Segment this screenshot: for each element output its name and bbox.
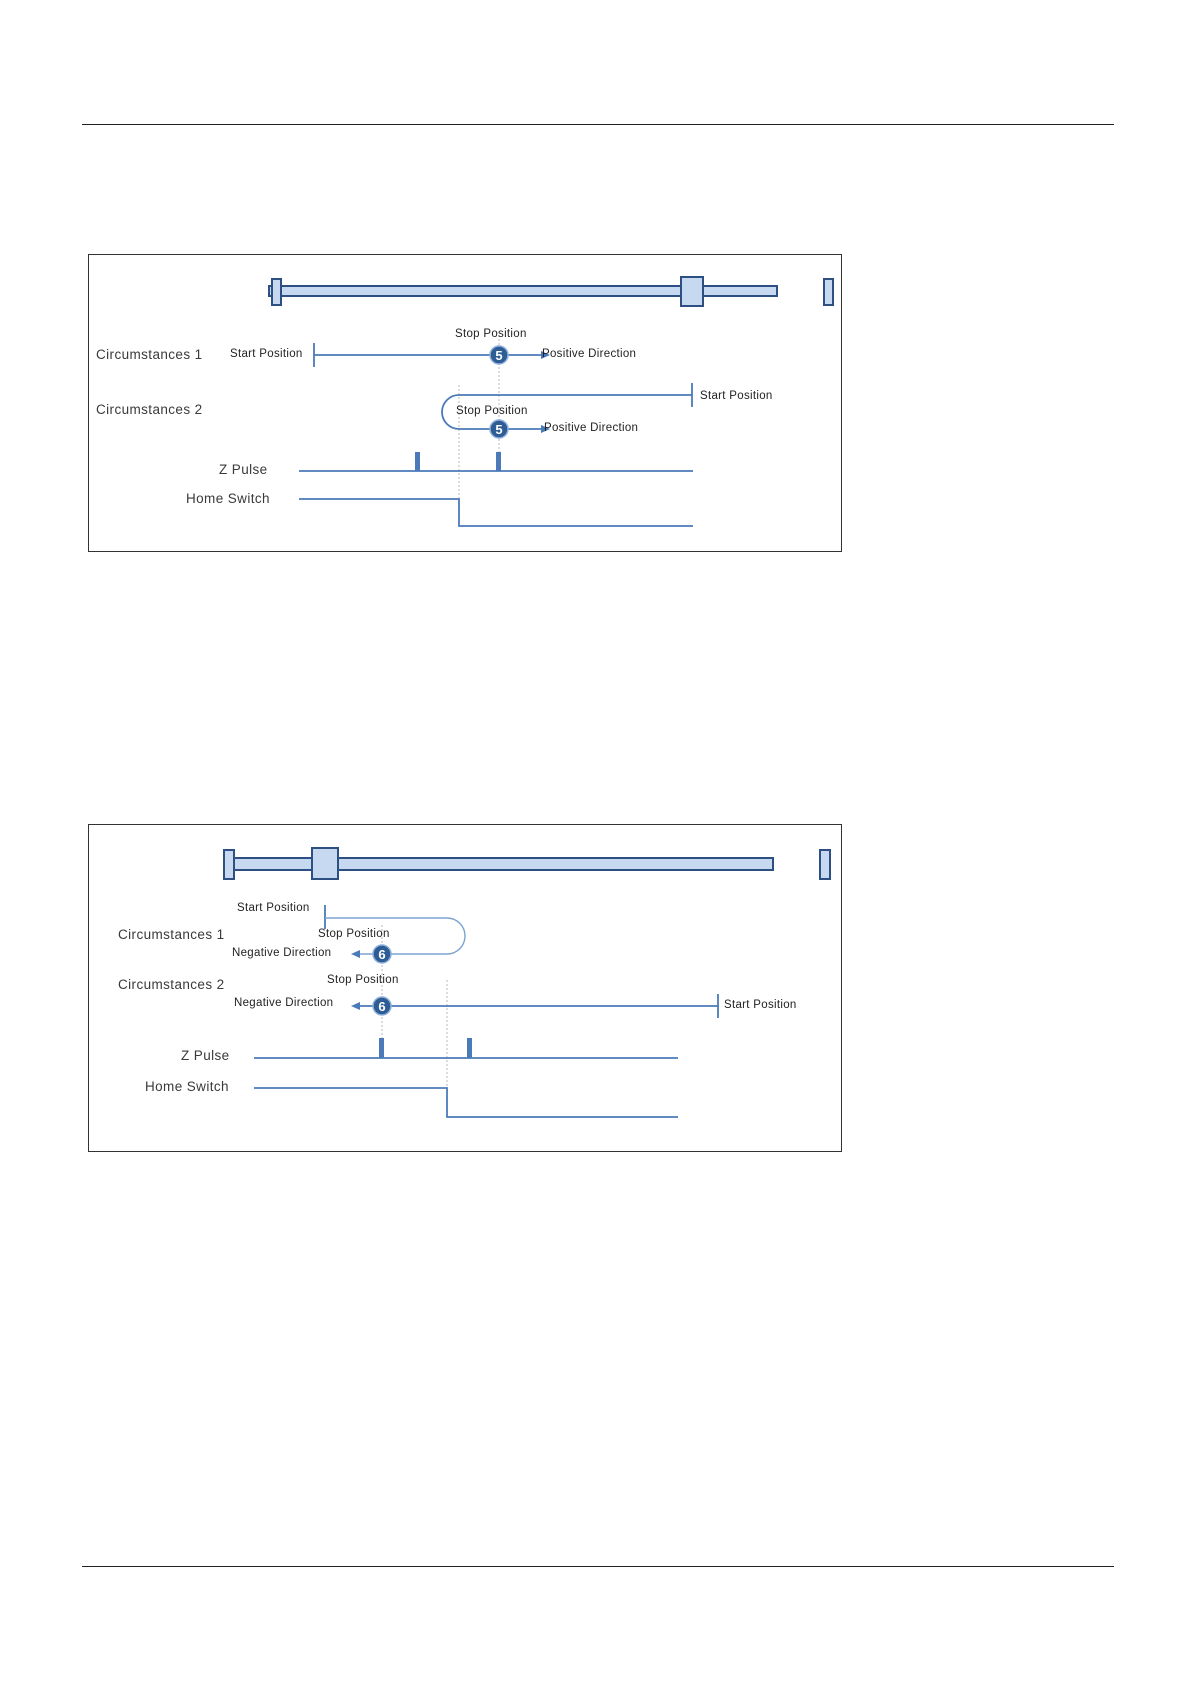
start-position-1-label: Start Position [230,348,303,360]
step-6-badge-2 [372,996,392,1016]
step-5-badge-2-text: 5 [495,422,502,437]
stop-position-2-label: Stop Position [456,405,528,417]
circ1-arrow-icon [541,351,550,359]
rail-bar [224,857,774,871]
circ1-arrow-icon [351,950,360,958]
homing-diagram-positive-svg: Circumstances 1 Start Position Stop Posi… [96,276,834,527]
axis-rail [223,847,831,880]
homing-diagram-positive: Circumstances 1 Start Position Stop Posi… [88,254,842,552]
stop-position-1-label: Stop Position [318,928,390,940]
rail-bar [268,285,778,297]
step-6-badge-1 [372,944,392,964]
circ2-travel-path [441,394,692,430]
homing-diagram-negative-svg: Start Position Circumstances 1 Stop Posi… [118,847,831,1118]
z-pulse-mark-1 [379,1038,384,1058]
homing-diagram-negative: Start Position Circumstances 1 Stop Posi… [88,824,842,1152]
rail-right-end [823,278,834,306]
rail-left-end [271,278,282,306]
circ2-arrow-icon [351,1002,360,1010]
step-5-badge-2 [489,419,509,439]
header-rule [82,124,1114,125]
rail-right-end [819,849,831,880]
negative-direction-2-label: Negative Direction [234,997,333,1009]
home-switch-label: Home Switch [186,491,270,506]
stop-position-2-label: Stop Position [327,974,399,986]
home-switch-signal [299,498,693,527]
z-pulse-mark-1 [415,452,420,471]
rail-slider [311,847,339,880]
z-pulse-mark-2 [467,1038,472,1058]
positive-direction-2-label: Positive Direction [544,422,638,434]
axis-rail [268,276,834,307]
step-5-badge-1 [489,345,509,365]
circ1-label: Circumstances 1 [96,347,203,362]
step-6-badge-1-text: 6 [378,947,385,962]
footer-rule [82,1566,1114,1567]
home-switch-label: Home Switch [145,1079,229,1094]
negative-direction-1-label: Negative Direction [232,947,331,959]
start-position-2-label: Start Position [724,999,797,1011]
stop-position-1-label: Stop Position [455,328,527,340]
circ1-travel-path [325,917,466,955]
positive-direction-1-label: Positive Direction [542,348,636,360]
circ1-label: Circumstances 1 [118,927,225,942]
circ2-arrow-icon [541,425,550,433]
step-5-badge-1-text: 5 [495,348,502,363]
z-pulse-label: Z Pulse [181,1048,230,1063]
circ2-label: Circumstances 2 [118,977,225,992]
start-position-2-label: Start Position [700,390,773,402]
z-pulse-label: Z Pulse [219,462,268,477]
z-pulse-mark-2 [496,452,501,471]
circ2-label: Circumstances 2 [96,402,203,417]
start-position-1-label: Start Position [237,902,310,914]
rail-left-end [223,849,235,880]
step-6-badge-2-text: 6 [378,999,385,1014]
rail-slider [680,276,704,307]
home-switch-signal [254,1087,678,1118]
